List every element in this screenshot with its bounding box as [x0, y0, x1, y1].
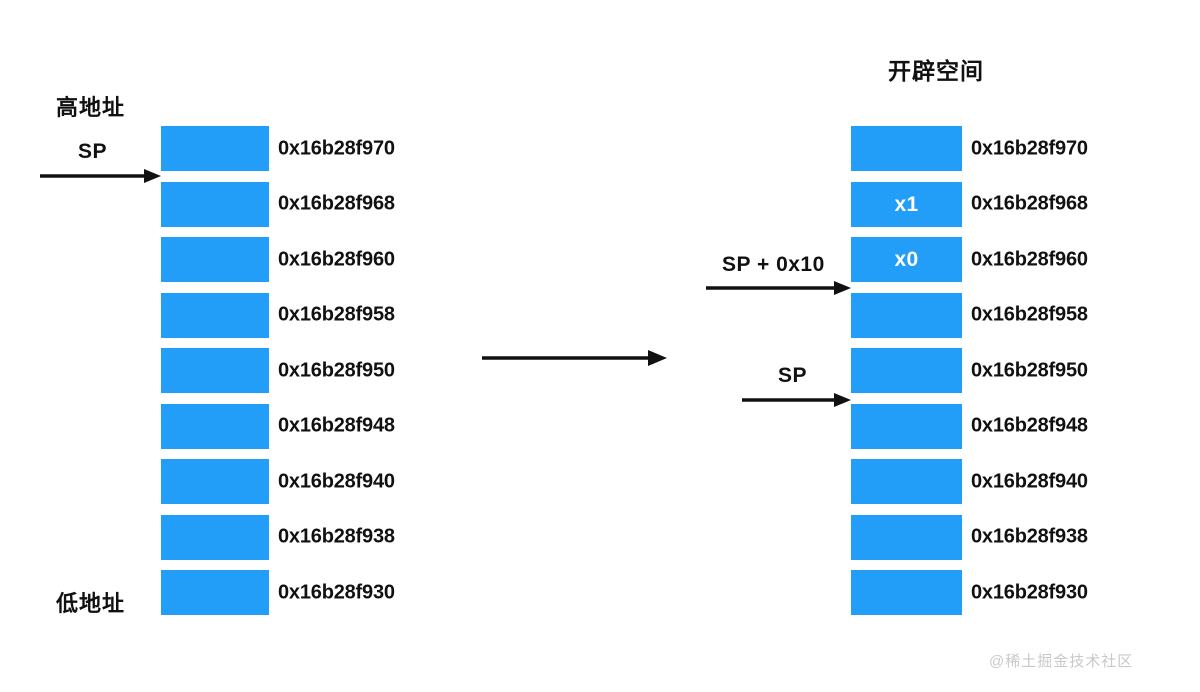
stack-cell-box — [851, 570, 962, 615]
stack-cell-register: x0 — [894, 248, 919, 271]
stack-cell-box — [851, 514, 962, 560]
stack-cell-address: 0x16b28f968 — [971, 192, 1088, 215]
stack-cell-address: 0x16b28f940 — [278, 470, 395, 492]
stack-cell: 0x16b28f958 — [161, 292, 461, 338]
stack-cell-address: 0x16b28f968 — [278, 192, 395, 215]
stack-cell: 0x16b28f948 — [161, 403, 461, 449]
left-sp-arrow — [40, 166, 162, 186]
stack-cell-address: 0x16b28f938 — [971, 525, 1088, 548]
right-stack-column: 0x16b28f970 x1 0x16b28f968 x0 0x16b28f960 0x1… — [851, 126, 1171, 615]
stack-cell: 0x16b28f940 — [161, 459, 461, 504]
stack-cell-address: 0x16b28f960 — [278, 248, 395, 270]
stack-cell: 0x16b28f948 — [851, 403, 1171, 449]
watermark: @稀土掘金技术社区 — [989, 653, 1134, 670]
stack-cell: 0x16b28f938 — [851, 514, 1171, 560]
stack-cell-address: 0x16b28f950 — [971, 359, 1088, 381]
stack-cell-address: 0x16b28f948 — [971, 414, 1088, 437]
right-sp-offset-pointer-label: SP + 0x10 — [722, 253, 825, 276]
stack-cell: 0x16b28f940 — [851, 459, 1171, 504]
right-panel-title: 开辟空间 — [888, 58, 984, 84]
stack-cell-box — [161, 514, 269, 560]
stack-cell-box — [161, 237, 269, 282]
stack-cell-address: 0x16b28f930 — [278, 581, 395, 603]
stack-cell-address: 0x16b28f938 — [278, 525, 395, 548]
stack-cell-address: 0x16b28f930 — [971, 581, 1088, 603]
left-sp-pointer-label: SP — [78, 140, 108, 163]
right-sp-offset-arrow — [706, 278, 852, 298]
stack-cell-register: x1 — [894, 192, 919, 216]
stack-cell-address: 0x16b28f948 — [278, 414, 395, 437]
stack-cell-address: 0x16b28f940 — [971, 470, 1088, 492]
stack-cell: x1 0x16b28f968 — [851, 181, 1171, 227]
stack-cell: 0x16b28f950 — [851, 348, 1171, 393]
stack-cell-address: 0x16b28f970 — [278, 137, 395, 159]
stack-cell: 0x16b28f970 — [161, 126, 461, 171]
stack-cell-box — [851, 126, 962, 171]
stack-cell-box — [851, 292, 962, 338]
stack-cell-box — [161, 403, 269, 449]
stack-cell-address: 0x16b28f950 — [278, 359, 395, 381]
stack-cell: 0x16b28f960 — [161, 237, 461, 282]
stack-cell-box — [851, 348, 962, 393]
stack-cell: 0x16b28f958 — [851, 292, 1171, 338]
low-address-label: 低地址 — [56, 591, 126, 616]
stack-cell-address: 0x16b28f958 — [971, 303, 1088, 326]
stack-cell-box — [851, 403, 962, 449]
stack-cell-box — [161, 348, 269, 393]
high-address-label: 高地址 — [56, 95, 126, 120]
stack-cell: 0x16b28f968 — [161, 181, 461, 227]
stack-cell-box — [161, 292, 269, 338]
stack-cell: 0x16b28f950 — [161, 348, 461, 393]
stack-cell-box: x0 — [851, 237, 962, 282]
left-stack-column: 0x16b28f970 0x16b28f968 0x16b28f960 0x16b28… — [161, 126, 461, 615]
stack-cell: 0x16b28f938 — [161, 514, 461, 560]
stack-cell-box — [851, 459, 962, 504]
right-sp-pointer-label: SP — [778, 364, 808, 387]
stack-cell-box — [161, 459, 269, 504]
stack-cell-box: x1 — [851, 181, 962, 227]
right-sp-arrow — [742, 390, 852, 410]
stack-cell-box — [161, 126, 269, 171]
stack-cell-box — [161, 181, 269, 227]
stack-cell-address: 0x16b28f958 — [278, 303, 395, 326]
stack-cell: x0 0x16b28f960 — [851, 237, 1171, 282]
stack-cell: 0x16b28f930 — [161, 570, 461, 615]
stack-cell: 0x16b28f930 — [851, 570, 1171, 615]
stack-cell: 0x16b28f970 — [851, 126, 1171, 171]
stack-cell-address: 0x16b28f960 — [971, 248, 1088, 270]
transition-right-arrow — [482, 348, 668, 368]
stack-cell-address: 0x16b28f970 — [971, 137, 1088, 159]
stack-cell-box — [161, 570, 269, 615]
